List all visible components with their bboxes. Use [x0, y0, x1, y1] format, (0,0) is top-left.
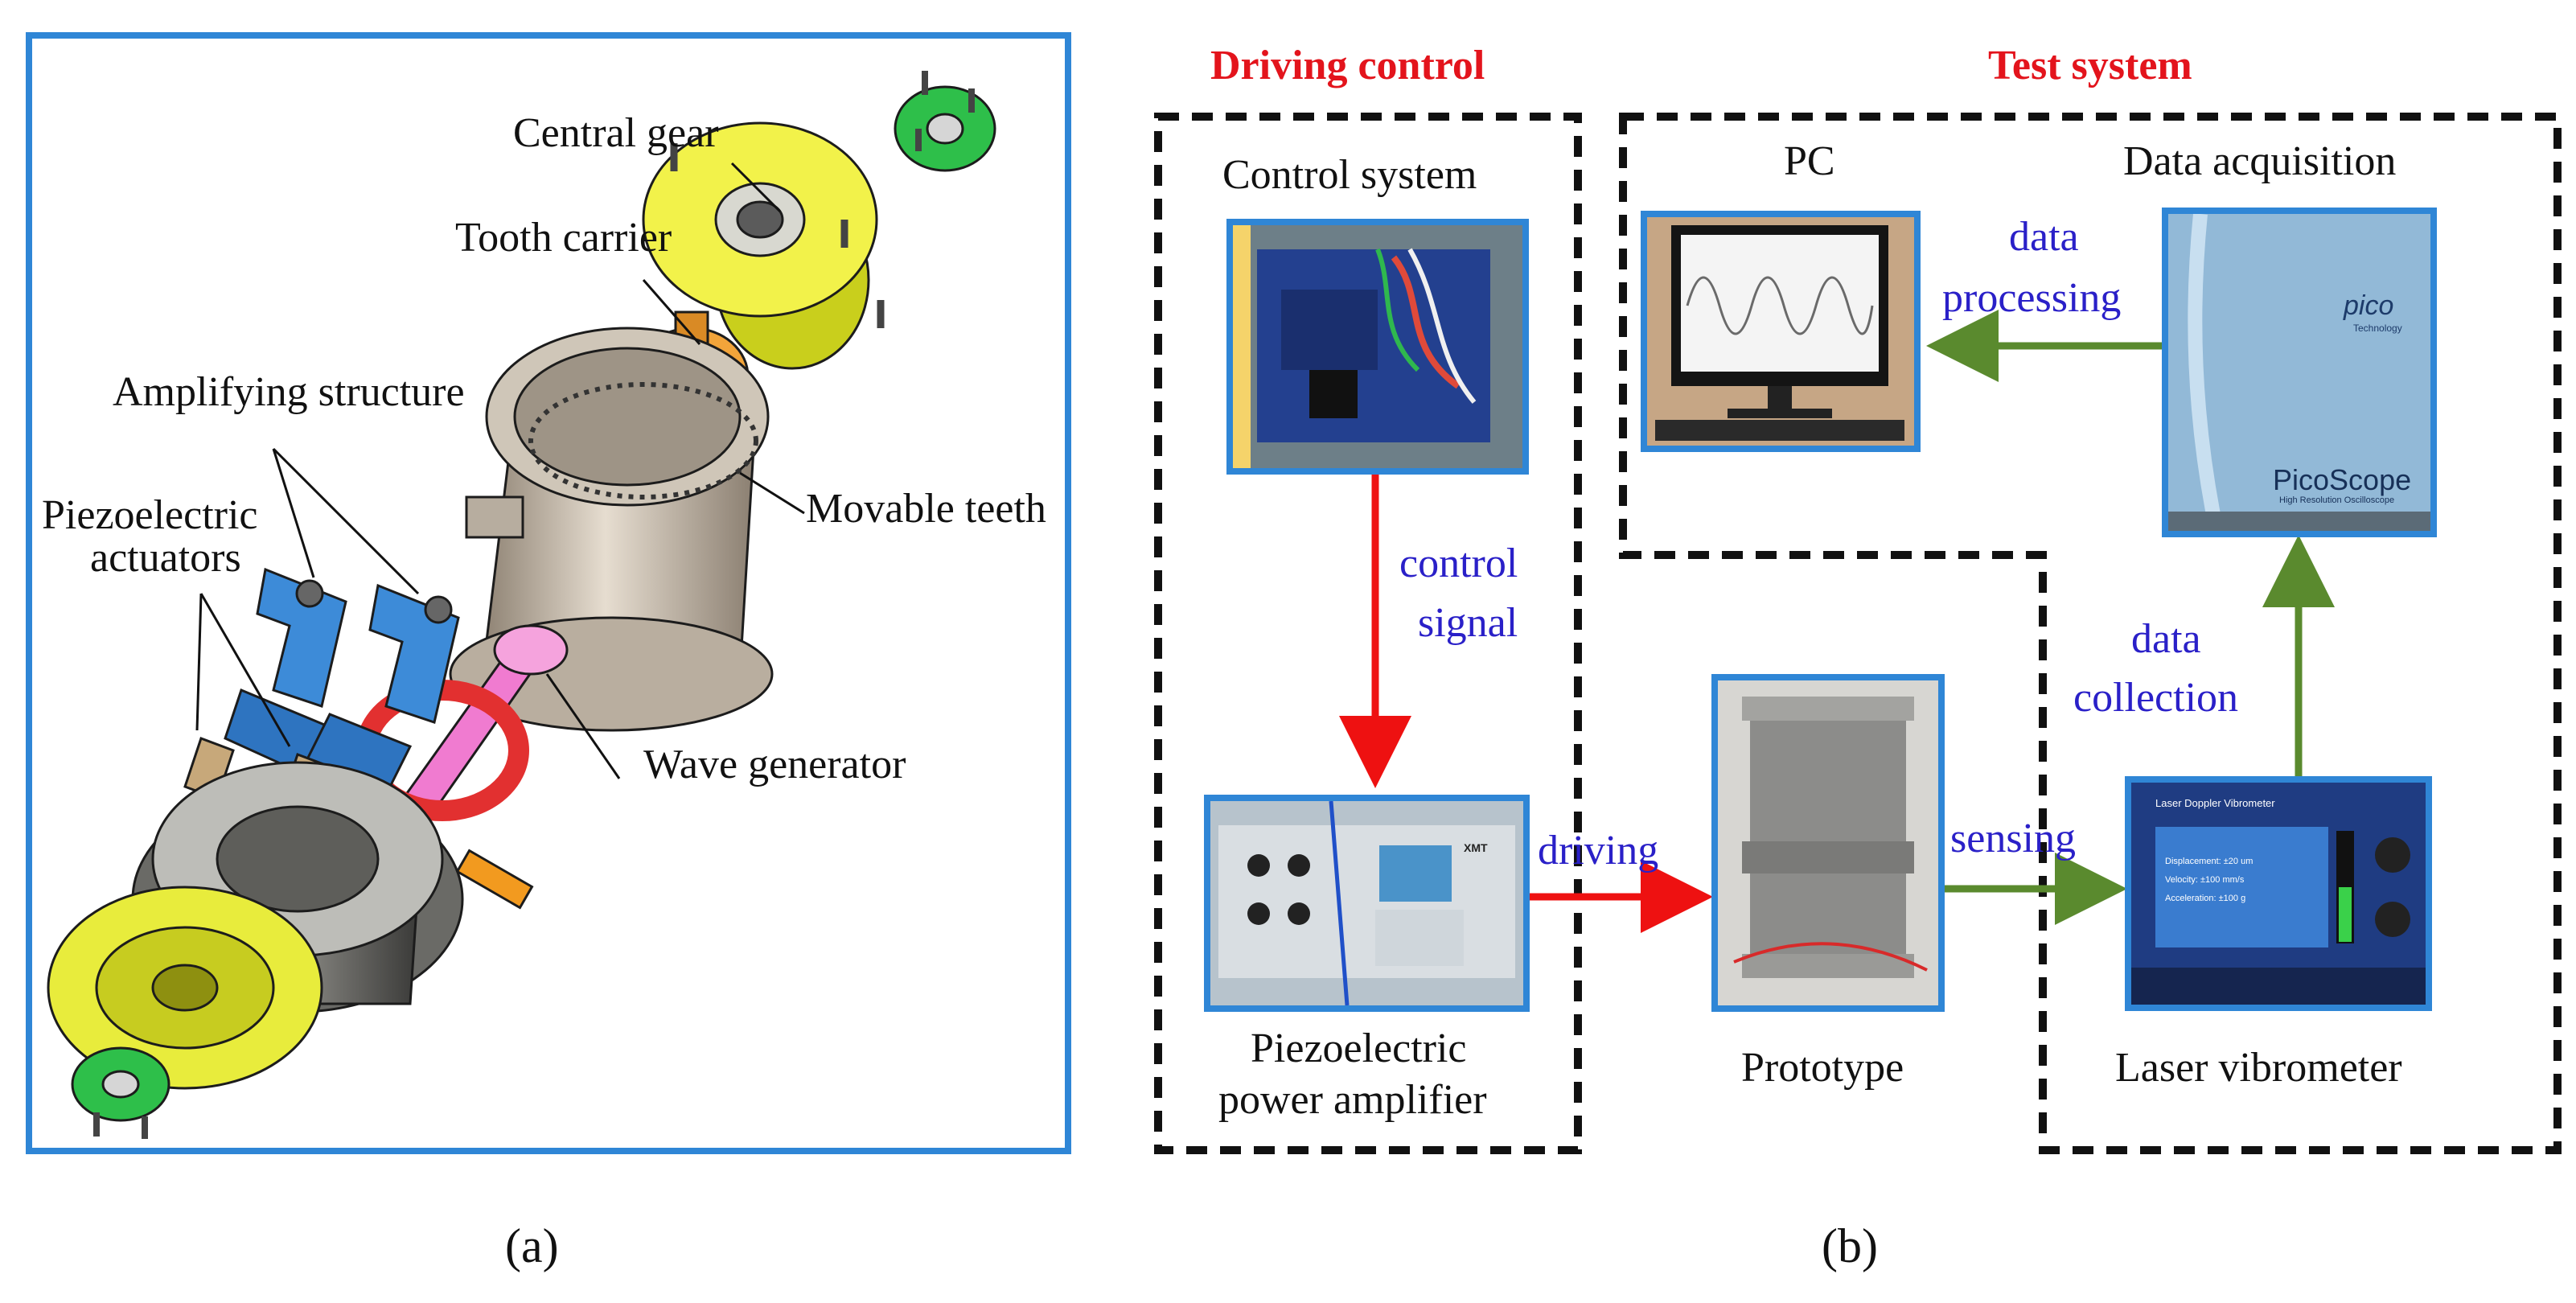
photo-laser-vibrometer: Laser Doppler Vibrometer Displacement: ±…: [2125, 776, 2432, 1011]
title-test-system: Test system: [1988, 43, 2192, 88]
vibrometer-title-text: Laser Doppler Vibrometer: [2155, 797, 2275, 809]
label-amplifier-line1: Piezoelectric: [1251, 1026, 1467, 1071]
caption-b: (b): [1822, 1219, 1878, 1272]
label-control-system: Control system: [1222, 152, 1477, 198]
picoscope-illustration: [2168, 214, 2430, 531]
amplifier-brand-text: XMT: [1464, 841, 1488, 854]
label-amplifying-structure: Amplifying structure: [113, 369, 465, 415]
label-prototype: Prototype: [1741, 1045, 1904, 1091]
vibrometer-velocity-text: Velocity: ±100 mm/s: [2165, 875, 2245, 885]
label-piezo-actuators-line1: Piezoelectric: [42, 492, 258, 538]
label-wave-generator: Wave generator: [643, 742, 906, 787]
title-driving-control: Driving control: [1210, 43, 1485, 88]
photo-power-amplifier: XMT: [1204, 795, 1530, 1012]
vibrometer-displacement-text: Displacement: ±20 um: [2165, 857, 2253, 866]
label-pc: PC: [1784, 138, 1835, 184]
photo-prototype: [1711, 674, 1945, 1012]
prototype-illustration: [1718, 680, 1938, 1005]
top-central-gear: [642, 121, 885, 370]
picoscope-sub-text: High Resolution Oscilloscope: [2279, 495, 2395, 505]
edge-label-data-collection-line2: collection: [2073, 675, 2239, 721]
driving-control-boundary: [1154, 113, 1582, 1154]
label-laser-vibrometer: Laser vibrometer: [2115, 1045, 2402, 1091]
edge-label-data-processing-line2: processing: [1942, 275, 2122, 321]
exploded-assembly-drawing: [47, 71, 996, 1139]
label-central-gear: Central gear: [513, 110, 719, 156]
edge-label-control-signal-line1: control: [1399, 541, 1518, 586]
bottom-central-gear: [47, 886, 323, 1090]
label-movable-teeth: Movable teeth: [806, 486, 1046, 532]
pico-logo-text: pico: [2344, 290, 2394, 321]
edge-label-driving: driving: [1538, 828, 1659, 873]
panel-a-frame: [26, 32, 1071, 1154]
photo-data-acquisition: pico Technology PicoScope High Resolutio…: [2162, 208, 2437, 537]
vibrometer-illustration: [2131, 783, 2426, 1005]
label-piezo-actuators-line2: actuators: [90, 535, 241, 581]
edge-label-data-collection-line1: data: [2131, 616, 2201, 662]
test-system-boundary: [1619, 113, 2562, 1154]
label-leader-lines: [195, 162, 805, 779]
control-board-illustration: [1233, 225, 1522, 468]
edge-label-sensing: sensing: [1950, 816, 2076, 861]
label-data-acquisition: Data acquisition: [2123, 138, 2397, 184]
label-tooth-carrier: Tooth carrier: [455, 215, 672, 261]
pc-monitor-illustration: [1647, 217, 1914, 446]
label-amplifier-line2: power amplifier: [1218, 1077, 1487, 1123]
vibrometer-acceleration-text: Acceleration: ±100 g: [2165, 894, 2246, 903]
edge-label-data-processing-line1: data: [2009, 214, 2079, 260]
bottom-green-flange: [71, 1046, 171, 1139]
amplifier-illustration: [1210, 801, 1523, 1005]
picoscope-brand-text: PicoScope: [2273, 463, 2412, 496]
edge-label-control-signal-line2: signal: [1418, 600, 1518, 646]
caption-a: (a): [505, 1219, 559, 1272]
photo-control-system: [1226, 219, 1529, 475]
pico-technology-text: Technology: [2353, 323, 2402, 334]
top-green-flange: [894, 71, 996, 172]
photo-pc: [1641, 211, 1921, 452]
